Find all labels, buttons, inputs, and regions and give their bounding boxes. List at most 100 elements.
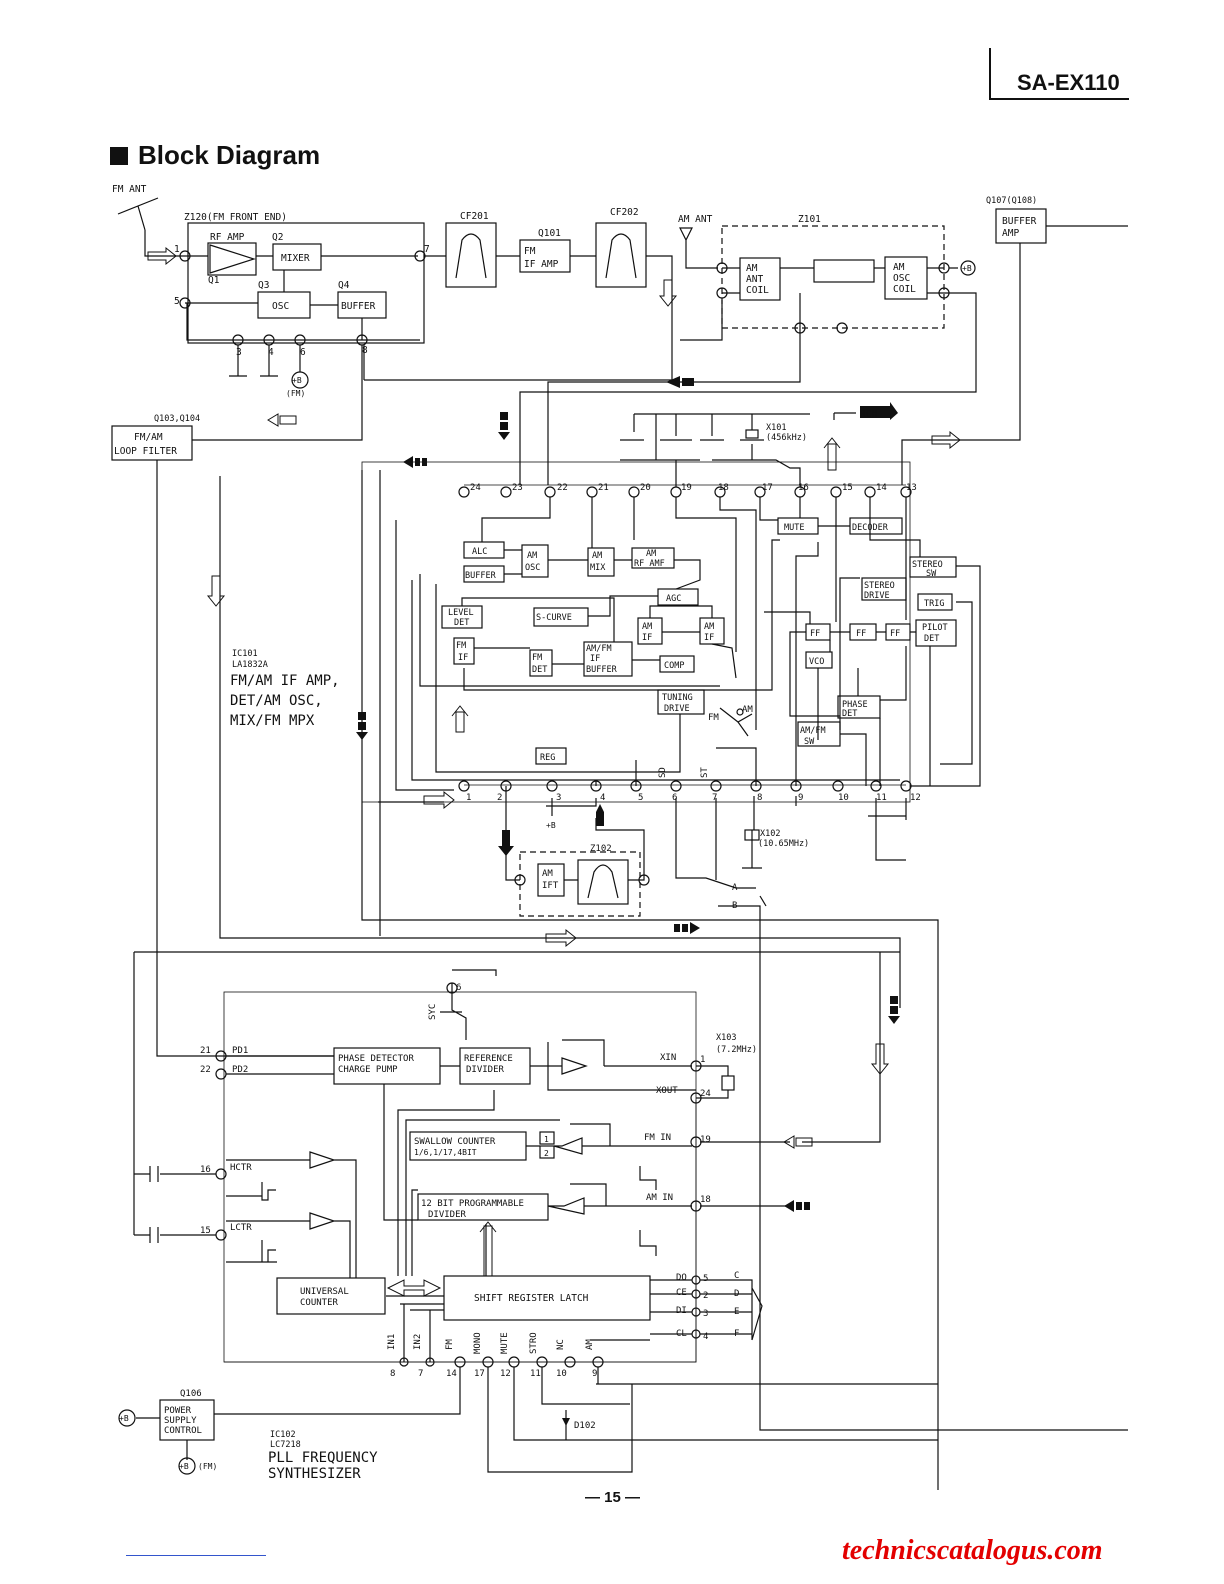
ic101-pin: 2 [497, 793, 502, 803]
level-det-label: DET [454, 618, 469, 628]
z102-label: Z102 [590, 844, 612, 854]
am-fm-sw-label: AM/FM [800, 726, 826, 736]
stereo-drive-label: DRIVE [864, 591, 890, 601]
fm-if-label: FM [456, 641, 466, 651]
x103-label: X103 [716, 1033, 736, 1043]
fm-det-label: DET [532, 665, 547, 675]
ic102-desc: SYNTHESIZER [268, 1466, 361, 1482]
am-osc-label: OSC [525, 563, 540, 573]
shift-register-label: SHIFT REGISTER LATCH [474, 1293, 589, 1304]
am-fm-sw-label: SW [804, 737, 815, 747]
x102-label: X102 [760, 829, 780, 839]
in1-label: IN1 [387, 1334, 397, 1350]
fm-signal-arrow-icon [147, 246, 177, 266]
am-mix-label: MIX [590, 563, 606, 573]
in2-label: IN2 [413, 1334, 423, 1350]
am-if-label: IF [704, 633, 714, 643]
mute-out-label: MUTE [500, 1332, 510, 1354]
am-osc-coil-label: AM [893, 262, 905, 273]
fm-signal-arrow-icon [267, 413, 297, 427]
ic101-ref: IC101 [232, 649, 258, 659]
cf201-label: CF201 [460, 211, 489, 222]
mixer-label: MIXER [281, 253, 310, 264]
pilot-det-label: PILOT [922, 623, 948, 633]
ic101-part: LA1832A [232, 660, 268, 670]
trig-label: TRIG [924, 599, 944, 609]
reference-divider-label: REFERENCE [464, 1054, 513, 1064]
signal-arrow-icon [403, 456, 427, 468]
header-rule [989, 48, 991, 100]
q1-label: Q1 [208, 275, 220, 286]
reference-divider-label: DIVIDER [466, 1065, 505, 1075]
header-underline [989, 98, 1129, 100]
bus-letter: E [734, 1307, 739, 1317]
ic102-pin: 10 [556, 1369, 567, 1379]
ic102-pin: 14 [446, 1369, 457, 1379]
bus-arrow-icon [386, 1279, 442, 1297]
ff-label: FF [856, 629, 866, 639]
pilot-det-label: DET [924, 634, 939, 644]
universal-counter-label: UNIVERSAL [300, 1287, 349, 1297]
q4-label: Q4 [338, 280, 350, 291]
lctr-label: LCTR [230, 1223, 252, 1233]
q101-label: Q101 [538, 228, 561, 239]
bus-di-label: DI [676, 1306, 687, 1316]
power-supply-label: POWER [164, 1406, 192, 1416]
fm-antenna-label: FM ANT [112, 184, 147, 195]
phase-det-label: DET [842, 709, 857, 719]
s-curve-label: S-CURVE [536, 613, 572, 623]
fm-signal-arrow-icon [870, 1043, 890, 1075]
ic101-pin: 20 [640, 483, 651, 493]
z101-module-box [721, 225, 945, 329]
ic101-pin: 18 [718, 483, 729, 493]
am-osc-coil-label: COIL [893, 284, 916, 295]
ic101-pin: 6 [672, 793, 677, 803]
q2-label: Q2 [272, 232, 283, 243]
ic101-pin: 19 [681, 483, 692, 493]
cf201-box [445, 222, 497, 288]
nc-label: NC [556, 1339, 566, 1350]
level-det-label: LEVEL [448, 608, 474, 618]
ic101-pin: 15 [842, 483, 853, 493]
ic102-pin: 12 [500, 1369, 511, 1379]
d102-label: D102 [574, 1421, 596, 1431]
ic101-outline [361, 461, 911, 803]
varicap-box [813, 259, 875, 283]
ic101-pin: 7 [712, 793, 717, 803]
ic101-pin: 14 [876, 483, 887, 493]
ic101-buffer-label: BUFFER [465, 571, 497, 581]
mixer-box [272, 243, 322, 271]
am-if-label: IF [642, 633, 652, 643]
am-ift-label: AM [542, 869, 553, 879]
ic102-pin: 6 [456, 983, 461, 993]
page-title-text: Block Diagram [138, 140, 321, 170]
ic102-pin: 9 [592, 1369, 597, 1379]
watermark: technicscatalogus.com [842, 1535, 1103, 1566]
universal-counter-label: COUNTER [300, 1298, 339, 1308]
page-number: — 15 — [585, 1489, 641, 1506]
rch-arrow-icon [860, 402, 898, 420]
if-buffer-label: BUFFER [586, 665, 618, 675]
am-ant-coil-label: AM [746, 263, 758, 274]
ff-label: FF [890, 629, 900, 639]
link-underline [126, 1555, 266, 1556]
fm-if-label: IF [458, 653, 468, 663]
power-supply-input-label: +B [119, 1414, 129, 1423]
comp-label: COMP [664, 661, 684, 671]
bus-do-label: DO [676, 1273, 687, 1283]
ic101-pin: 11 [876, 793, 887, 803]
buffer-amp-label: BUFFER [1002, 216, 1037, 227]
fm-antenna-symbol [117, 197, 185, 257]
pin-label: 3 [236, 347, 242, 358]
ic101-desc: FM/AM IF AMP, [230, 673, 340, 689]
vco-label: VCO [809, 657, 824, 667]
fm-out-label: FM [445, 1339, 455, 1350]
fm-supply-note: (FM) [286, 389, 305, 398]
z102-module-box [519, 851, 641, 917]
decoder-label: DECODER [852, 523, 889, 533]
fm-signal-arrow-icon [423, 790, 455, 810]
loop-filter-box [111, 425, 193, 461]
loop-filter-label: LOOP FILTER [114, 446, 177, 457]
am-osc-coil-label: OSC [893, 273, 910, 284]
